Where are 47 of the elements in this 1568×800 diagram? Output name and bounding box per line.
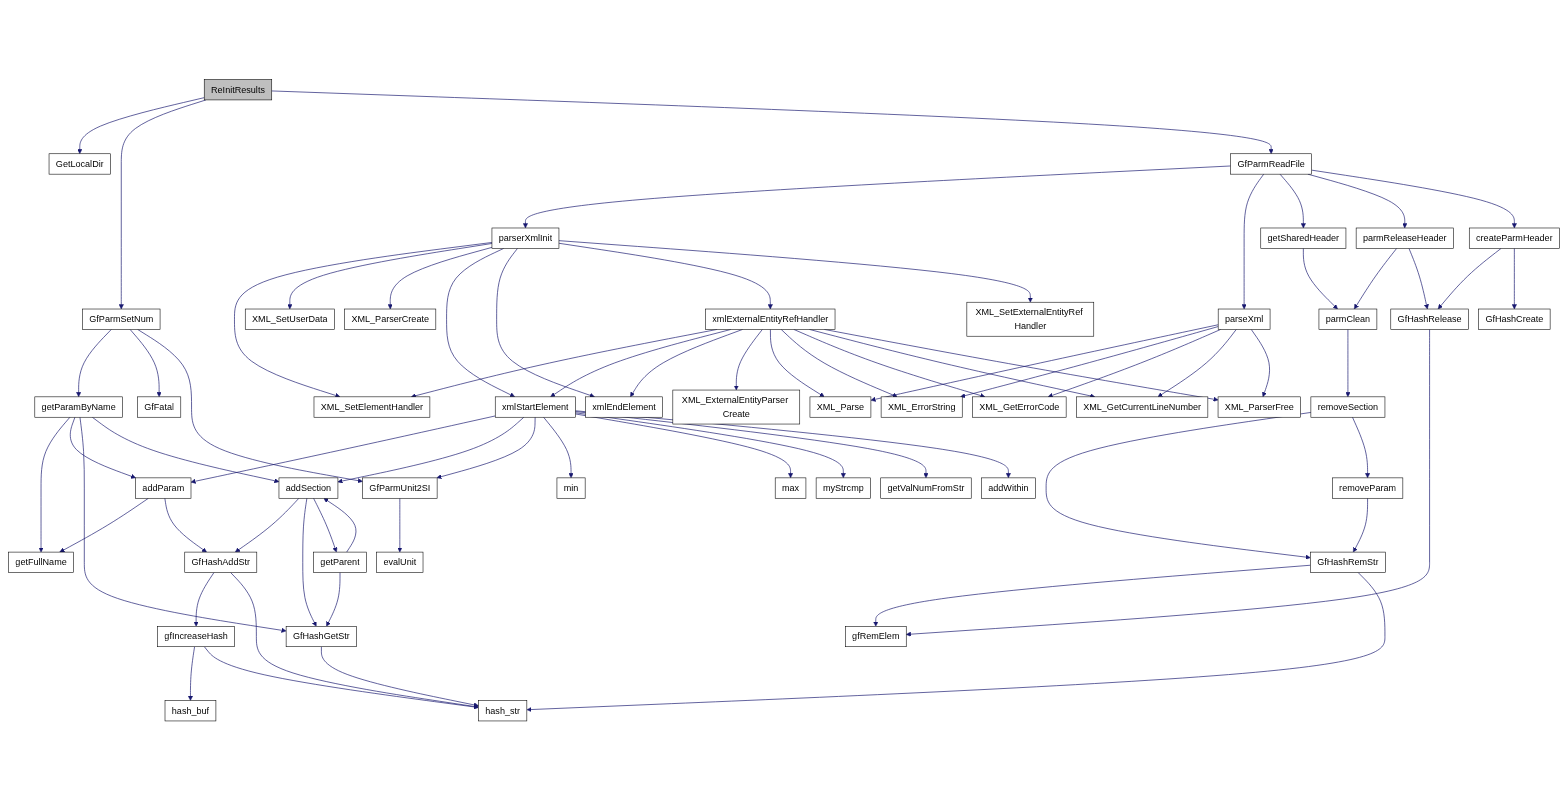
node-box: getSharedHeader [1260, 227, 1347, 249]
node-box: parseXml [1217, 308, 1271, 330]
node-box: removeParam [1332, 477, 1404, 499]
node-box: XML_ExternalEntityParser Create [672, 389, 801, 425]
node-box: evalUnit [376, 551, 424, 573]
node-box: GfHashAddStr [184, 551, 258, 573]
node-box: GfFatal [137, 396, 182, 418]
node-box: min [556, 477, 586, 499]
node-box: removeSection [1310, 396, 1386, 418]
node-box: GetLocalDir [48, 153, 111, 175]
node-box: GfParmSetNum [82, 308, 161, 330]
node-box: ReInitResults [203, 79, 273, 100]
node-box: XML_Parse [809, 396, 872, 418]
node-box: getParamByName [34, 396, 123, 418]
node-box: parmReleaseHeader [1355, 227, 1454, 249]
node-box: GfHashRemStr [1310, 551, 1386, 573]
node-box: createParmHeader [1468, 227, 1560, 249]
node-box: gfIncreaseHash [157, 625, 235, 647]
node-box: getFullName [8, 551, 74, 573]
node-box: XML_ParserFree [1217, 396, 1301, 418]
node-box: max [774, 477, 807, 499]
node-box: GfHashCreate [1478, 308, 1551, 330]
node-box: addSection [278, 477, 339, 499]
node-box: xmlEndElement [585, 396, 663, 418]
node-box: myStrcmp [815, 477, 871, 499]
node-box: hash_buf [164, 700, 217, 721]
node-box: getValNumFromStr [880, 477, 972, 499]
node-box: xmlExternalEntityRefHandler [705, 308, 836, 330]
node-box: GfHashRelease [1390, 308, 1469, 330]
node-box: XML_GetErrorCode [972, 396, 1067, 418]
node-box: xmlStartElement [494, 396, 576, 418]
node-box: GfParmReadFile [1230, 153, 1312, 175]
node-box: getParent [313, 551, 367, 573]
node-box: XML_ErrorString [880, 396, 963, 418]
node-box: addParam [135, 477, 192, 499]
node-box: hash_str [478, 700, 528, 721]
node-box: parmClean [1318, 308, 1378, 330]
node-box: addWithin [981, 477, 1036, 499]
node-box: parserXmlInit [491, 227, 560, 249]
node-box: XML_SetUserData [244, 308, 335, 330]
node-box: XML_ParserCreate [344, 308, 437, 330]
node-box: XML_GetCurrentLineNumber [1076, 396, 1209, 418]
node-box: GfParmUnit2SI [362, 477, 438, 499]
node-box: gfRemElem [845, 625, 907, 647]
node-box: XML_SetElementHandler [313, 396, 431, 418]
node-box: GfHashGetStr [285, 625, 357, 647]
node-box: XML_SetExternalEntityRef Handler [966, 301, 1095, 337]
